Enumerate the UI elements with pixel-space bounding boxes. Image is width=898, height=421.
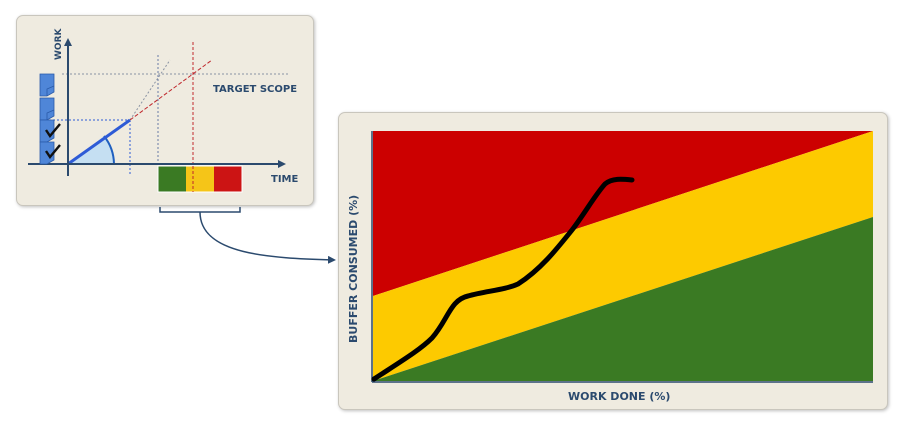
fever-chart: BUFFER CONSUMED (%) WORK DONE (%) [347, 131, 873, 403]
task-doc-done-icon [39, 141, 61, 165]
task-doc-icon [39, 97, 55, 121]
yellow-zone [373, 131, 873, 381]
burnup-diagram: WORK TARGET SCOPE TIME [28, 27, 298, 193]
task-doc-icon [39, 73, 55, 97]
buffer-bar [157, 165, 243, 193]
progress-line [67, 118, 131, 166]
ideal-projection-line [129, 59, 171, 121]
time-axis-label: TIME [271, 174, 298, 185]
task-stack [39, 73, 61, 165]
work-axis-label: WORK [54, 27, 64, 60]
actual-projection-line [129, 59, 213, 121]
green-zone [373, 217, 873, 381]
buffer-yellow-segment [186, 166, 214, 192]
buffer-red-segment [214, 166, 242, 192]
work-done-axis-label: WORK DONE (%) [568, 390, 670, 403]
target-scope-label: TARGET SCOPE [213, 84, 297, 95]
zoom-connector-arrow [199, 211, 336, 264]
buffer-green-segment [158, 166, 186, 192]
buffer-brace [159, 207, 241, 213]
buffer-consumed-axis-label: BUFFER CONSUMED (%) [347, 195, 360, 343]
task-doc-done-icon [39, 119, 61, 143]
project-trend-line [371, 176, 635, 382]
